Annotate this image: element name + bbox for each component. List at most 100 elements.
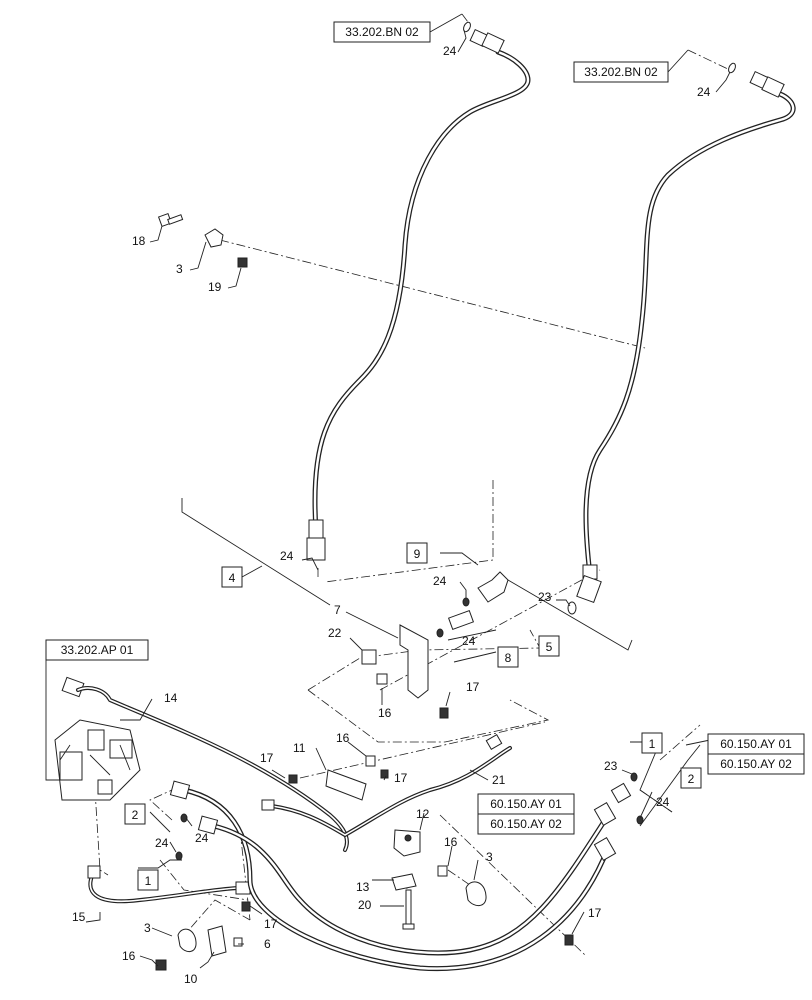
boxed-2-right: 2 xyxy=(680,767,702,789)
callout-3-bl: 3 xyxy=(144,921,151,935)
boxed-1-right: 1 xyxy=(641,732,663,754)
boxed-4-text: 4 xyxy=(229,571,236,585)
hose-left-long xyxy=(312,49,531,533)
fitting-right-lower xyxy=(576,564,602,604)
leader-lines xyxy=(45,13,731,969)
hose-right-long xyxy=(583,91,796,578)
fitting-top-right xyxy=(728,62,785,98)
boxed-5-text: 5 xyxy=(546,640,553,654)
nut-17-bl xyxy=(241,901,251,912)
callout-19: 19 xyxy=(208,280,222,294)
callout-20: 20 xyxy=(358,898,372,912)
callout-17-r: 17 xyxy=(588,906,602,920)
callout-13: 13 xyxy=(356,880,370,894)
nut-17-a xyxy=(288,774,298,784)
boxed-1-left-text: 1 xyxy=(145,874,152,888)
boxed-8-text: 8 xyxy=(505,651,512,665)
callout-24-top2: 24 xyxy=(697,85,711,99)
bolt-6 xyxy=(233,937,243,947)
centerlines xyxy=(94,13,731,956)
boxed-2-left-text: 2 xyxy=(132,808,139,822)
washer-24-left xyxy=(175,813,188,861)
callout-17-bl: 17 xyxy=(264,917,278,931)
nut-17-b xyxy=(380,769,389,779)
clamp-3-c xyxy=(465,881,487,906)
ref-bn02-a[interactable]: 33.202.BN 02 xyxy=(333,21,431,43)
bracket-7 xyxy=(399,624,429,699)
hose-lower-2 xyxy=(211,817,608,956)
ref-ap01[interactable]: 33.202.AP 01 xyxy=(45,639,149,661)
nut-22 xyxy=(361,649,377,665)
bolt-16-c xyxy=(437,865,448,877)
callout-17-b: 17 xyxy=(394,771,408,785)
tube-14 xyxy=(76,686,349,852)
ref-ay01-b-text: 60.150.AY 01 xyxy=(490,797,562,811)
callout-16-b: 16 xyxy=(336,731,350,745)
callout-15: 15 xyxy=(72,910,86,924)
boxed-4: 4 xyxy=(221,565,263,588)
washer-23-mid xyxy=(567,601,577,615)
callout-24-r: 24 xyxy=(656,795,670,809)
ref-ay01-a[interactable]: 60.150.AY 01 xyxy=(707,733,805,755)
fitting-top-left xyxy=(463,21,505,54)
boxed-1-left: 1 xyxy=(137,869,159,891)
ref-ay02-b-text: 60.150.AY 02 xyxy=(490,817,562,831)
callouts: 24 24 18 3 19 24 24 24 23 7 22 16 17 14 … xyxy=(72,44,711,986)
callout-24-l2: 24 xyxy=(195,831,209,845)
tube-21 xyxy=(261,733,512,837)
bracket-10 xyxy=(207,925,227,957)
boxed-8: 8 xyxy=(497,646,519,668)
callout-3-c: 3 xyxy=(486,850,493,864)
callout-22: 22 xyxy=(328,626,342,640)
nut-17-r xyxy=(564,934,574,946)
boxed-2-left: 2 xyxy=(124,803,146,825)
callout-17-mid: 17 xyxy=(466,680,480,694)
ref-ay02-a-text: 60.150.AY 02 xyxy=(720,757,792,771)
adapter-8 xyxy=(436,609,475,638)
callout-23-mid: 23 xyxy=(538,590,552,604)
ref-ay02-a[interactable]: 60.150.AY 02 xyxy=(707,753,805,775)
control-valve-block xyxy=(54,676,141,801)
callout-24-l1: 24 xyxy=(155,836,169,850)
callout-18: 18 xyxy=(132,234,146,248)
tube-15 xyxy=(87,865,251,904)
callout-16-c: 16 xyxy=(444,835,458,849)
bolt-20 xyxy=(402,889,415,930)
callout-16-mid: 16 xyxy=(378,706,392,720)
callout-16-bl: 16 xyxy=(122,949,136,963)
fitting-left-lower xyxy=(306,519,326,561)
hose-fittings-lower xyxy=(169,772,644,861)
ref-ay02-b[interactable]: 60.150.AY 02 xyxy=(477,813,575,835)
callout-11: 11 xyxy=(293,741,306,755)
ref-bn02-b-text: 33.202.BN 02 xyxy=(584,65,658,79)
boxed-2-right-text: 2 xyxy=(688,772,695,786)
callout-24-mid1: 24 xyxy=(280,549,294,563)
callout-23-r: 23 xyxy=(604,759,618,773)
boxed-5: 5 xyxy=(538,635,560,657)
elbow-9 xyxy=(462,571,509,607)
hose-lower-1 xyxy=(181,787,611,972)
plate-13 xyxy=(391,873,417,891)
clamp-3-bl xyxy=(177,928,197,952)
nut-17-mid xyxy=(439,707,449,719)
boxed-9-text: 9 xyxy=(414,547,421,561)
ref-ay01-b[interactable]: 60.150.AY 01 xyxy=(477,793,575,815)
callout-12: 12 xyxy=(416,807,430,821)
bolt-16-b xyxy=(365,755,376,767)
callout-14: 14 xyxy=(164,691,178,705)
ref-bn02-a-text: 33.202.BN 02 xyxy=(345,25,419,39)
block-12 xyxy=(393,829,421,857)
callout-17-a: 17 xyxy=(260,751,274,765)
callout-24-mid2: 24 xyxy=(433,574,447,588)
callout-10: 10 xyxy=(184,972,198,986)
clamp-group-top xyxy=(157,212,248,268)
ref-ay01-a-text: 60.150.AY 01 xyxy=(720,737,792,751)
bolt-16-bl xyxy=(155,959,167,971)
ref-bn02-b[interactable]: 33.202.BN 02 xyxy=(573,61,669,83)
callout-24-top1: 24 xyxy=(443,44,457,58)
bolt-16-mid xyxy=(376,673,388,685)
ref-ap01-text: 33.202.AP 01 xyxy=(61,643,134,657)
callout-7: 7 xyxy=(334,603,341,617)
boxed-1-right-text: 1 xyxy=(649,737,656,751)
